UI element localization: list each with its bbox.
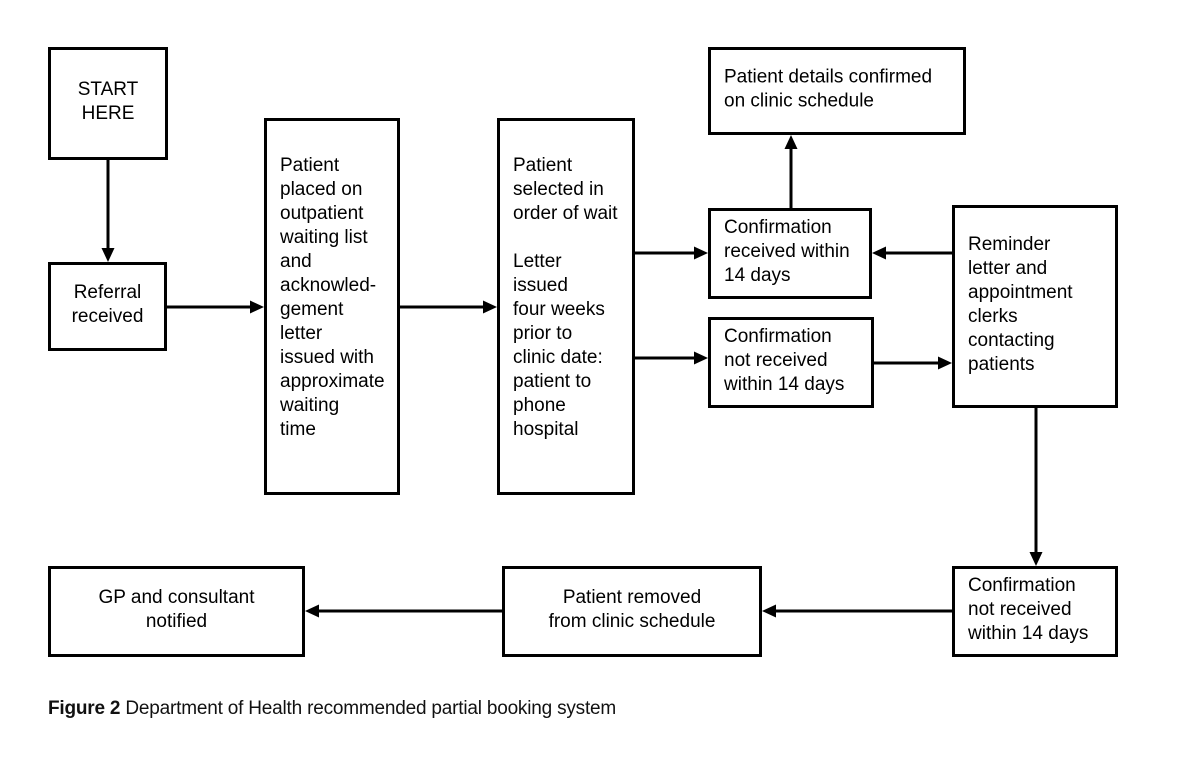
- node-box-referral: [48, 262, 167, 351]
- figure-caption-text: Department of Health recommended partial…: [125, 698, 617, 719]
- edge-e1: [101, 160, 115, 262]
- edge-arrowhead-e4: [694, 246, 708, 260]
- edge-arrowhead-e8: [938, 356, 952, 370]
- edge-arrowhead-e1: [101, 248, 115, 262]
- node-box-removed: [502, 566, 762, 657]
- edge-e2: [167, 300, 264, 314]
- edges-layer: [101, 135, 1043, 618]
- edge-arrowhead-e6: [784, 135, 798, 149]
- edge-arrowhead-e2: [250, 300, 264, 314]
- node-box-start: [48, 47, 168, 160]
- edge-arrowhead-e5: [694, 351, 708, 365]
- edge-e10: [762, 604, 952, 618]
- node-box-reminder: [952, 205, 1118, 408]
- node-box-placed: [264, 118, 400, 495]
- figure-caption: Figure 2 Department of Health recommende…: [48, 698, 1138, 720]
- edge-e5: [635, 351, 708, 365]
- node-box-conf-received: [708, 208, 872, 299]
- node-box-conf-not-received-2: [952, 566, 1118, 657]
- edge-e7: [872, 246, 952, 260]
- figure-caption-label: Figure 2: [48, 698, 121, 719]
- edge-e3: [400, 300, 497, 314]
- edge-arrowhead-e3: [483, 300, 497, 314]
- node-box-details-confirmed: [708, 47, 966, 135]
- edge-e4: [635, 246, 708, 260]
- edge-arrowhead-e9: [1029, 552, 1043, 566]
- edge-e9: [1029, 408, 1043, 566]
- edge-e11: [305, 604, 502, 618]
- edge-e6: [784, 135, 798, 208]
- edge-e8: [874, 356, 952, 370]
- edge-arrowhead-e11: [305, 604, 319, 618]
- node-box-selected: [497, 118, 635, 495]
- node-box-gp-notified: [48, 566, 305, 657]
- edge-arrowhead-e7: [872, 246, 886, 260]
- edge-arrowhead-e10: [762, 604, 776, 618]
- node-box-conf-not-received: [708, 317, 874, 408]
